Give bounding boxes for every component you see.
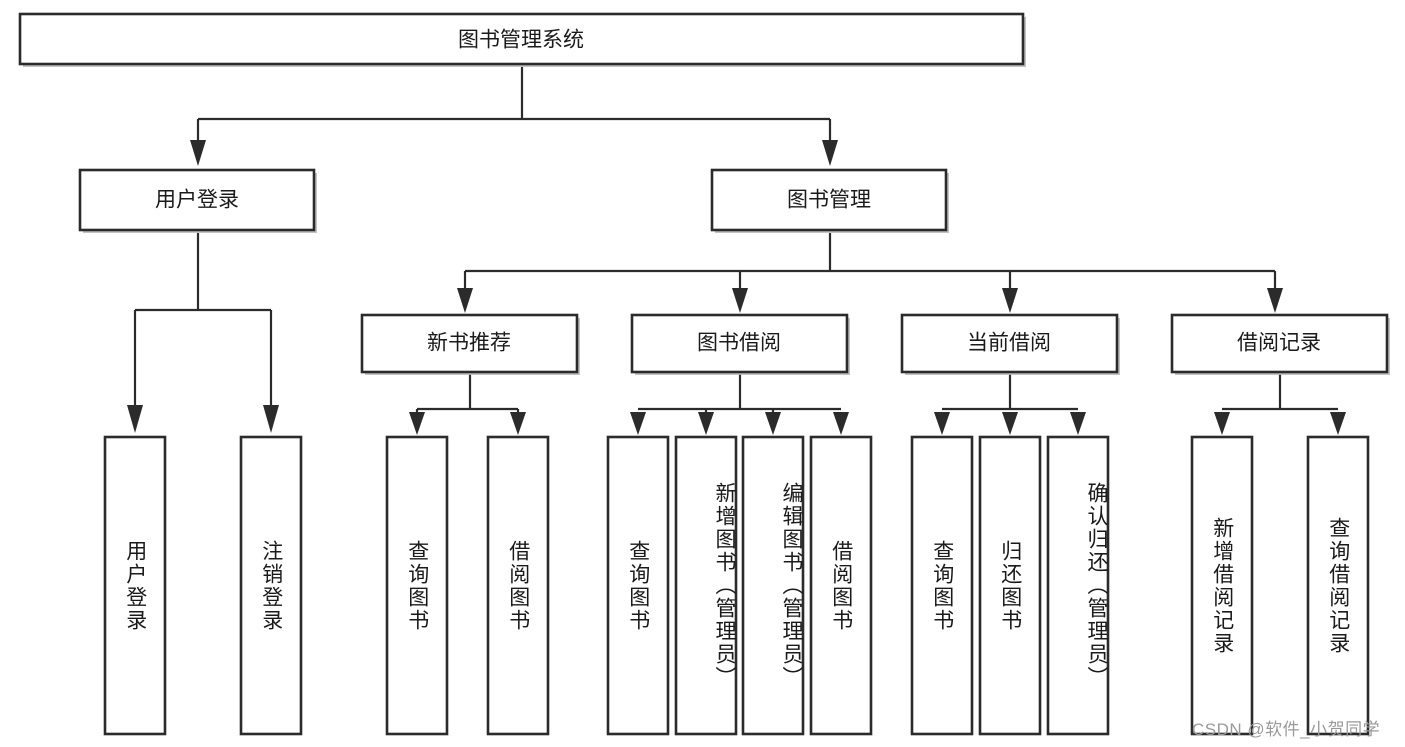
leaf-box-return-book[interactable]: [978, 435, 1042, 736]
connector-group-root: [190, 67, 838, 166]
leaf-box-borrow-book-1[interactable]: [486, 435, 550, 736]
arrow-to-borrowrecord: [1267, 288, 1283, 313]
node-current-borrow[interactable]: 当前借阅: [900, 313, 1120, 375]
node-book-manage[interactable]: 图书管理: [710, 168, 949, 233]
connector-group-bookborrow: [630, 374, 849, 435]
arrow-leaf-add-record: [1214, 412, 1230, 435]
node-new-book-rec[interactable]: 新书推荐: [360, 313, 580, 375]
connector-group-currentborrow: [934, 374, 1086, 435]
node-root-label: 图书管理系统: [458, 29, 584, 52]
arrow-to-bookmanage: [822, 140, 838, 166]
leaf-box-add-book[interactable]: [674, 435, 738, 736]
arrow-leaf-return-book: [1002, 412, 1018, 435]
connector-group-newbookrec: [409, 374, 526, 435]
leaf-box-query-book-1[interactable]: [385, 435, 449, 736]
csdn-watermark: CSDN @软件_小贺同学: [1192, 720, 1381, 739]
node-current-borrow-label: 当前借阅: [967, 332, 1051, 355]
arrow-leaf-edit-book: [765, 412, 781, 435]
arrow-leaf-user-login: [127, 405, 143, 433]
leaf-box-query-book-3[interactable]: [910, 435, 974, 736]
node-user-login[interactable]: 用户登录: [78, 168, 317, 233]
arrow-leaf-borrow-book-2: [833, 412, 849, 435]
leaf-box-confirm-return[interactable]: [1046, 435, 1110, 736]
arrow-to-bookborrow: [732, 288, 748, 313]
arrow-leaf-user-logout: [263, 405, 279, 433]
arrow-leaf-query-book-2: [630, 412, 646, 435]
arrow-leaf-borrow-book-1: [510, 412, 526, 435]
arrow-to-currentborrow: [1002, 288, 1018, 313]
connector-group-bookmanage: [457, 233, 1283, 313]
arrow-leaf-confirm-return: [1070, 412, 1086, 435]
arrow-leaf-query-book-3: [934, 412, 950, 435]
node-book-borrow[interactable]: 图书借阅: [630, 313, 850, 375]
leaf-box-borrow-book-2[interactable]: [809, 435, 873, 736]
arrow-leaf-query-record: [1330, 412, 1346, 435]
leaf-box-add-record[interactable]: [1190, 435, 1254, 736]
node-user-login-label: 用户登录: [155, 189, 239, 212]
leaf-box-group: [103, 435, 1370, 736]
arrow-leaf-add-book: [698, 412, 714, 435]
node-root[interactable]: 图书管理系统: [18, 12, 1026, 67]
leaf-box-user-login[interactable]: [103, 435, 167, 736]
connector-group-borrowrecord: [1214, 374, 1346, 435]
node-borrow-record-label: 借阅记录: [1237, 332, 1321, 355]
leaf-box-edit-book[interactable]: [741, 435, 805, 736]
node-new-book-rec-label: 新书推荐: [427, 332, 511, 355]
node-book-manage-label: 图书管理: [787, 189, 871, 212]
node-borrow-record[interactable]: 借阅记录: [1170, 313, 1390, 375]
connector-group-userlogin: [127, 233, 279, 433]
leaf-box-user-logout[interactable]: [239, 435, 303, 736]
leaf-box-query-record[interactable]: [1306, 435, 1370, 736]
node-book-borrow-label: 图书借阅: [697, 332, 781, 355]
arrow-to-userlogin: [190, 140, 206, 166]
arrow-leaf-query-book-1: [409, 412, 425, 435]
arrow-to-newbookrec: [457, 288, 473, 313]
leaf-box-query-book-2[interactable]: [606, 435, 670, 736]
